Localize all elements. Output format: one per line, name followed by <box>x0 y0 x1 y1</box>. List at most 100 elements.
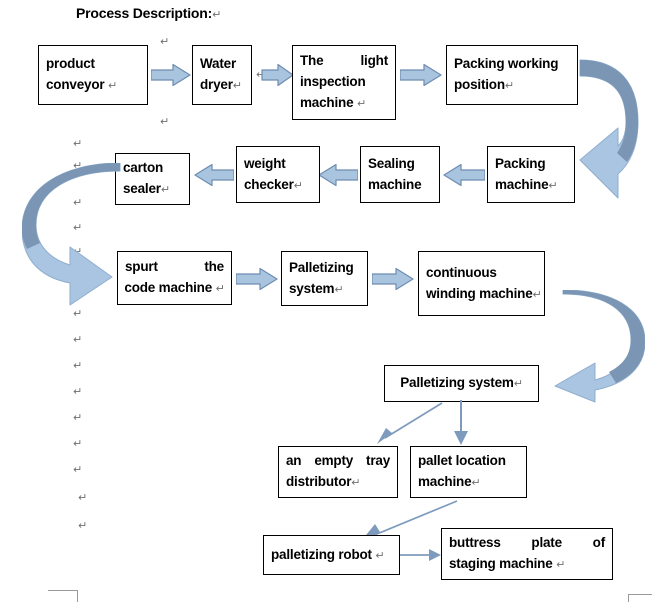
process-box-palletizing-robot[interactable]: palletizing robot ↵ <box>263 535 400 575</box>
process-box-spurt-the-code-machine[interactable]: spurt the code machine ↵ <box>117 251 232 305</box>
pilcrow-mark: ↵ <box>73 437 83 450</box>
pilcrow-mark: ↵ <box>532 287 542 301</box>
process-box-continuous-winding-machine[interactable]: continuous winding machine↵ <box>418 251 545 316</box>
box-line: continuous <box>426 264 497 280</box>
page-title: Process Description:↵ <box>76 5 221 21</box>
page-corner-mark-bottom-right <box>628 594 652 602</box>
box-line: buttress plate of <box>449 533 605 554</box>
box-line: spurt the <box>125 257 224 278</box>
box-line: Packing working <box>454 56 559 72</box>
arrow-light-inspection-to-packing-working <box>400 64 442 86</box>
pilcrow-mark: ↵ <box>293 178 303 192</box>
box-line: Water <box>200 56 237 72</box>
pilcrow-mark: ↵ <box>160 183 170 196</box>
box-line: position↵ <box>454 75 570 96</box>
page-corner-mark-bottom-left <box>48 590 78 602</box>
pilcrow-mark: ↵ <box>160 115 170 128</box>
process-box-buttress-plate-staging-machine[interactable]: buttress plate of staging machine ↵ <box>441 528 613 580</box>
pilcrow-mark: ↵ <box>73 137 83 150</box>
pilcrow-mark: ↵ <box>73 359 83 372</box>
box-line: distributor↵ <box>286 472 361 493</box>
curved-arrow-row1-to-row2 <box>579 59 639 199</box>
pilcrow-mark: ↵ <box>504 79 514 92</box>
process-box-water-dryer[interactable]: Water dryer↵ <box>192 45 252 105</box>
arrow-spurt-to-palletizing-system <box>236 268 278 290</box>
pilcrow-mark: ↵ <box>351 476 361 489</box>
box-line-text: palletizing robot <box>271 546 372 562</box>
process-box-palletizing-system-1[interactable]: Palletizing system↵ <box>281 251 368 306</box>
pilcrow-mark: ↵ <box>215 282 225 295</box>
pilcrow-mark: ↵ <box>232 79 242 92</box>
process-box-carton-sealer[interactable]: carton sealer↵ <box>115 153 190 205</box>
pilcrow-mark: ↵ <box>256 68 266 81</box>
pilcrow-mark: ↵ <box>73 385 83 398</box>
box-line-text: buttress <box>449 535 501 551</box>
box-line-text: The <box>300 53 324 69</box>
box-line: code machine ↵ <box>124 278 224 299</box>
box-line: staging machine ↵ <box>449 554 565 575</box>
page-title-text: Process Description: <box>76 5 213 21</box>
box-line: machine↵ <box>418 472 519 493</box>
pilcrow-mark: ↵ <box>471 476 481 489</box>
box-line-text: position <box>454 77 505 92</box>
pilcrow-mark: ↵ <box>513 377 523 391</box>
box-line-text: code machine <box>124 280 213 295</box>
pilcrow-mark: ↵ <box>375 548 385 562</box>
box-line-text: light <box>360 53 389 69</box>
pilcrow-mark: ↵ <box>73 159 83 172</box>
process-box-palletizing-system-2[interactable]: Palletizing system↵ <box>384 365 539 402</box>
arrow-weight-checker-to-carton-sealer <box>194 164 234 186</box>
box-line: machine↵ <box>495 175 567 196</box>
box-line-text: machine <box>418 474 472 489</box>
pilcrow-mark: ↵ <box>548 178 558 192</box>
pilcrow-mark: ↵ <box>108 79 118 92</box>
pilcrow-mark: ↵ <box>73 307 83 320</box>
process-box-weight-checker[interactable]: weight checker↵ <box>236 146 320 203</box>
box-line: Palletizing <box>289 259 354 275</box>
box-line-text: checker <box>244 176 294 192</box>
curved-arrow-row2-to-row3 <box>22 163 121 306</box>
box-line: dryer↵ <box>200 75 244 96</box>
pilcrow-mark: ↵ <box>334 282 344 296</box>
pilcrow-mark: ↵ <box>556 558 566 571</box>
curved-arrow-row3-to-row4 <box>554 290 645 403</box>
pilcrow-mark: ↵ <box>73 411 83 424</box>
box-line: Packing <box>495 155 546 171</box>
box-line: The light <box>300 51 388 72</box>
pilcrow-mark: ↵ <box>78 519 88 532</box>
box-line: product <box>46 56 95 72</box>
box-line: system↵ <box>289 279 360 300</box>
box-line-text: staging machine <box>449 556 553 571</box>
box-line-text: an <box>286 453 302 469</box>
box-line: Sealing <box>368 155 415 171</box>
box-line: weight <box>244 155 286 171</box>
process-box-sealing-machine[interactable]: Sealing machine <box>360 146 440 203</box>
box-line-text: tray <box>366 453 390 469</box>
box-line-text: system <box>289 280 335 296</box>
box-line-text: distributor <box>286 474 352 489</box>
box-line: machine <box>368 176 422 192</box>
process-box-pallet-location-machine[interactable]: pallet location machine↵ <box>410 446 527 498</box>
pilcrow-mark: ↵ <box>212 8 222 21</box>
box-line: carton <box>123 160 164 176</box>
box-line-text: sealer <box>123 181 161 196</box>
box-line-text: machine <box>300 94 354 110</box>
box-line-text: the <box>204 259 224 275</box>
box-line-text: of <box>592 535 606 551</box>
box-line: pallet location <box>418 453 506 469</box>
pilcrow-mark: ↵ <box>73 333 83 346</box>
box-line: machine ↵ <box>300 93 366 114</box>
pilcrow-mark: ↵ <box>73 245 83 258</box>
arrow-water-dryer-to-light-inspection <box>261 64 294 86</box>
process-box-packing-machine[interactable]: Packing machine↵ <box>487 146 575 203</box>
pilcrow-mark: ↵ <box>160 35 170 48</box>
box-line-text: Palletizing system <box>400 375 514 391</box>
process-box-packing-working-position[interactable]: Packing working position↵ <box>446 45 578 105</box>
line-arrow-palletizing-system2-to-empty-tray <box>377 402 443 444</box>
box-line-text: spurt <box>125 259 158 275</box>
process-box-product-conveyor[interactable]: product conveyor ↵ <box>38 45 148 105</box>
box-line-text: plate <box>531 535 562 551</box>
